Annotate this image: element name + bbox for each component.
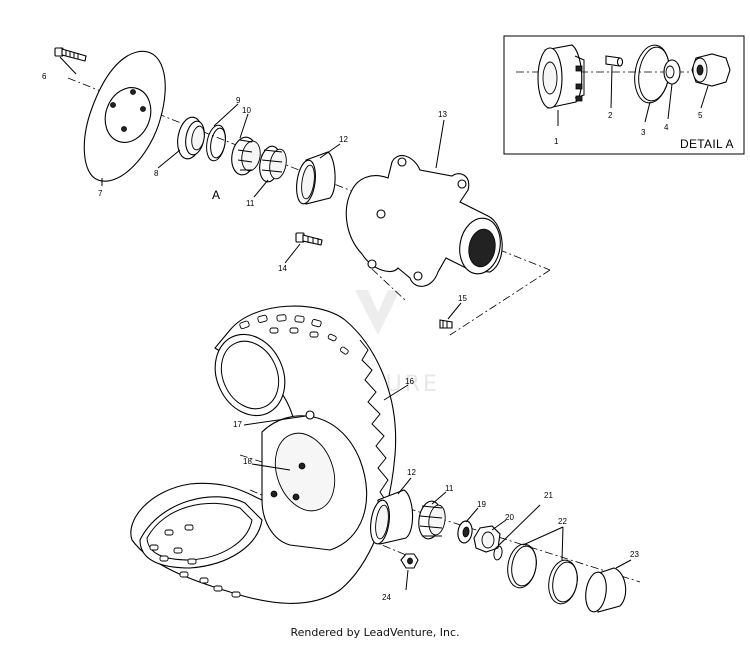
callout-17: 17: [233, 420, 242, 429]
callout-19: 19: [477, 500, 486, 509]
callout-12-upper: 12: [339, 135, 348, 144]
callout-20: 20: [505, 513, 514, 522]
part-12-upper-race: [296, 151, 336, 205]
part-11-upper-bearing: [259, 145, 287, 183]
part-14-bolt: [295, 232, 323, 246]
part-19-washer: [457, 520, 473, 544]
part-18-wheel-rim: [261, 410, 368, 551]
callout-24: 24: [382, 593, 391, 602]
callout-22: 22: [558, 517, 567, 526]
leader-lines: [59, 56, 632, 591]
callout-12-lower: 12: [407, 468, 416, 477]
part-9-snap-ring: [206, 124, 226, 162]
callout-11-upper: 11: [246, 199, 255, 208]
detail-callout-1: 1: [554, 137, 559, 146]
part-20-castle-nut: [473, 525, 501, 553]
detail-part-4-washer: [663, 59, 681, 85]
detail-callout-5: 5: [698, 111, 703, 120]
part-11-lower-bearing: [418, 500, 446, 540]
callout-7: 7: [98, 189, 103, 198]
part-12-lower-race: [370, 489, 414, 545]
footer-credit: Rendered by LeadVenture, Inc.: [290, 626, 460, 639]
callout-13: 13: [438, 110, 447, 119]
detail-a-title: DETAIL A: [680, 137, 734, 151]
callout-23: 23: [630, 550, 639, 559]
callout-21: 21: [544, 491, 553, 500]
callout-16: 16: [405, 377, 414, 386]
part-24-lug-nut: [400, 553, 419, 569]
callout-15: 15: [458, 294, 467, 303]
part-6-bolt: [54, 47, 87, 62]
detail-callout-4: 4: [664, 123, 669, 132]
callout-11-lower: 11: [445, 484, 454, 493]
part-15-valve-stem: [439, 319, 453, 329]
callout-18: 18: [243, 457, 252, 466]
part-13-hub-housing: [345, 155, 503, 287]
part-22-o-rings: [507, 543, 578, 605]
tire-tread-blocks: [149, 314, 349, 598]
callout-14: 14: [278, 264, 287, 273]
callout-8: 8: [154, 169, 159, 178]
detail-callout-3: 3: [641, 128, 646, 137]
callout-10: 10: [242, 106, 251, 115]
callout-numbers: 6 7 8 9 10 A 11 12 13 14 15 16 17 18 12 …: [42, 72, 639, 602]
part-10-hub-gear: [231, 136, 261, 176]
detail-callout-2: 2: [608, 111, 613, 120]
callout-6: 6: [42, 72, 47, 81]
part-21-cotter-pin: [493, 504, 541, 561]
detail-part-1-hub-gear: [537, 44, 585, 109]
detail-part-2-pin: [605, 55, 624, 67]
detail-a-box: 1 2 3 4 5 DETAIL A: [503, 35, 745, 155]
detail-part-5-nut: [691, 53, 731, 87]
part-23-hub-cap: [585, 567, 627, 613]
callout-9: 9: [236, 96, 241, 105]
detail-a-marker: A: [212, 188, 220, 202]
part-8-seal: [177, 116, 205, 160]
part-7-brake-disc: [83, 50, 166, 182]
